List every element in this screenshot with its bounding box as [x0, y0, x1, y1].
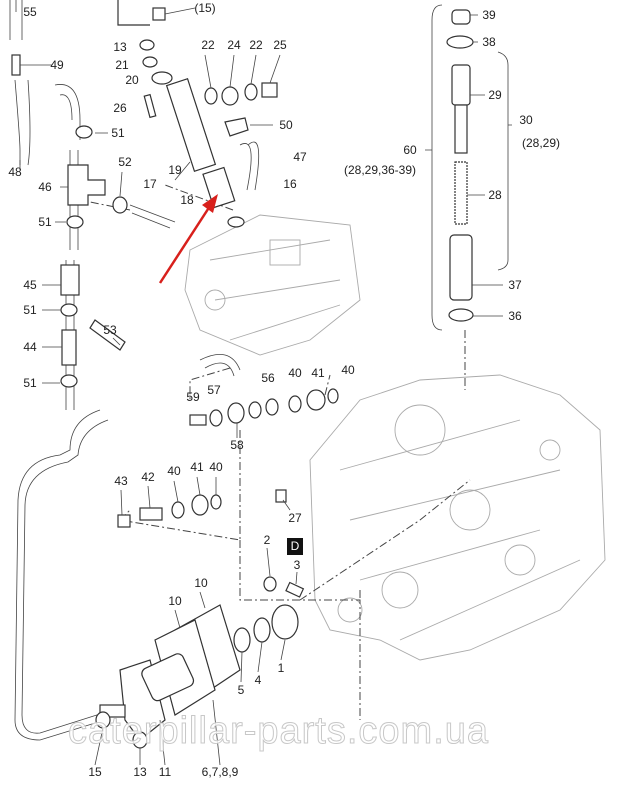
callout-label: 37	[508, 278, 522, 292]
callout-label: 36	[508, 309, 522, 323]
callout-label: 42	[141, 470, 155, 484]
callout-label: 51	[111, 126, 125, 140]
callout-label: 24	[227, 38, 241, 52]
callout-label: 41	[190, 460, 204, 474]
cylinder-head	[184, 214, 361, 356]
callout-label: 57	[207, 383, 221, 397]
callout-label: 29	[488, 88, 502, 102]
callout-label: 47	[293, 150, 307, 164]
callout-label: 49	[50, 58, 64, 72]
callout-label: 1	[277, 661, 285, 675]
callout-label: 19	[168, 163, 182, 177]
callout-label: 26	[113, 101, 127, 115]
red-arrow	[158, 194, 218, 284]
callout-label: 55	[23, 5, 37, 19]
valve-assembly	[425, 4, 512, 331]
callout-label: 17	[143, 177, 157, 191]
callout-label: 60	[403, 143, 417, 157]
callout-label: 43	[114, 474, 128, 488]
callout-label: 46	[38, 180, 52, 194]
callout-label: 13	[113, 40, 127, 54]
callout-label: 30	[519, 113, 533, 127]
callout-label: 45	[23, 278, 37, 292]
callout-label: 58	[230, 438, 244, 452]
callout-label: 2	[263, 533, 271, 547]
callout-label: 3	[293, 558, 301, 572]
callout-label: 15	[88, 765, 102, 779]
callout-label: 10	[194, 576, 208, 590]
callout-label: 6,7,8,9	[201, 765, 239, 779]
callout-label: 38	[482, 35, 496, 49]
callout-label: 22	[249, 38, 263, 52]
callout-label: 11	[158, 765, 172, 779]
callout-label: 18	[180, 193, 194, 207]
engine-block	[309, 374, 606, 661]
callout-label: (28,29,36-39)	[343, 163, 417, 177]
callout-label: (28,29)	[521, 136, 561, 150]
section-marker-d: D	[287, 538, 303, 555]
watermark: caterpillar-parts.com.ua	[67, 710, 490, 752]
callout-label: 28	[488, 188, 502, 202]
callout-label: 22	[201, 38, 215, 52]
callout-label: 59	[186, 390, 200, 404]
injector	[165, 78, 245, 228]
callout-label: 5	[237, 683, 245, 697]
callout-label: 4	[254, 673, 262, 687]
callout-label: 21	[115, 58, 129, 72]
callout-label: 40	[167, 464, 181, 478]
callout-label: 40	[288, 366, 302, 380]
callout-label: (15)	[194, 1, 216, 15]
callout-label: 40	[209, 460, 223, 474]
callout-label: 40	[341, 363, 355, 377]
callout-label: 51	[38, 215, 52, 229]
callout-label: 27	[288, 511, 302, 525]
callout-label: 44	[23, 340, 37, 354]
callout-label: 48	[8, 165, 22, 179]
callout-label: 41	[311, 366, 325, 380]
callout-label: 52	[118, 155, 132, 169]
callout-label: 25	[273, 38, 287, 52]
callout-label: 56	[261, 371, 275, 385]
callout-label: 50	[279, 118, 293, 132]
callout-label: 39	[482, 8, 496, 22]
callout-label: 53	[103, 323, 117, 337]
callout-label: 16	[283, 177, 297, 191]
callout-label: 13	[133, 765, 147, 779]
callout-label: 20	[125, 73, 139, 87]
callout-label: 51	[23, 376, 37, 390]
callout-label: 10	[168, 594, 182, 608]
callout-label: 51	[23, 303, 37, 317]
